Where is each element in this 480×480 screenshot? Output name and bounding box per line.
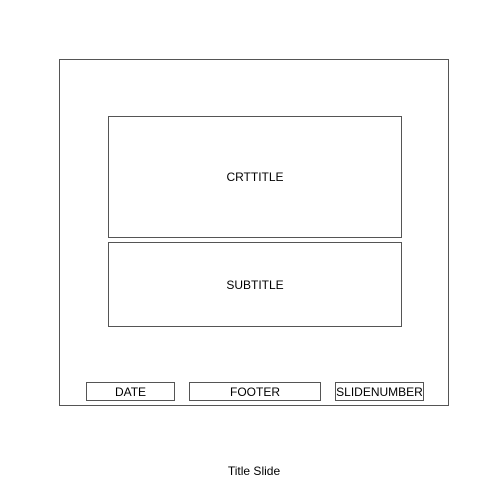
slide-number-placeholder-label: SLIDENUMBER bbox=[336, 384, 423, 399]
date-placeholder[interactable]: DATE bbox=[86, 382, 175, 401]
slide-layout-canvas: CRTTITLE SUBTITLE DATE FOOTER SLIDENUMBE… bbox=[59, 59, 449, 406]
footer-placeholder[interactable]: FOOTER bbox=[189, 382, 321, 401]
title-placeholder-label: CRTTITLE bbox=[226, 170, 284, 184]
subtitle-placeholder-label: SUBTITLE bbox=[226, 277, 284, 292]
subtitle-placeholder[interactable]: SUBTITLE bbox=[108, 242, 402, 327]
layout-name-caption: Title Slide bbox=[227, 464, 281, 478]
title-placeholder[interactable]: CRTTITLE bbox=[108, 116, 402, 238]
footer-placeholder-label: FOOTER bbox=[230, 384, 280, 399]
slide-number-placeholder[interactable]: SLIDENUMBER bbox=[335, 382, 424, 401]
date-placeholder-label: DATE bbox=[114, 384, 147, 399]
